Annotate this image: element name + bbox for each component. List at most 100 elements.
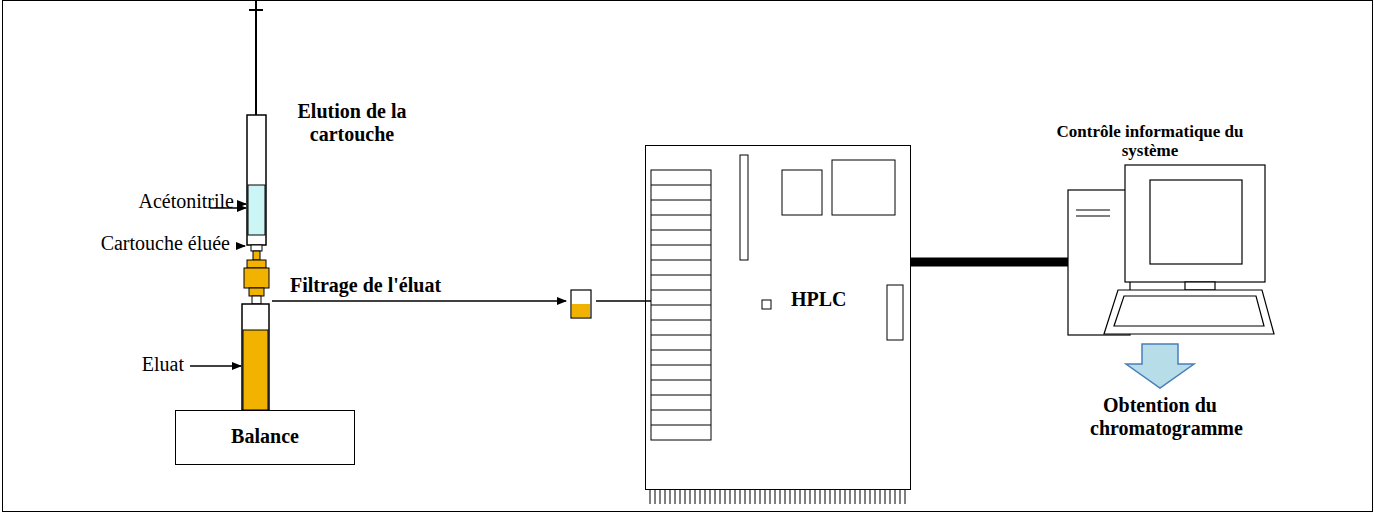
vial (571, 290, 591, 318)
hplc-box: HPLC (645, 145, 911, 490)
eluate-tube (242, 304, 269, 410)
syringe (248, 185, 265, 235)
hplc-interior (651, 185, 711, 425)
leader-arrows (236, 245, 245, 247)
hplc-interior (710, 490, 711, 504)
computer (1185, 282, 1215, 290)
hplc-interior (651, 170, 711, 440)
hplc-interior (805, 490, 806, 504)
eluate-tube (242, 304, 269, 410)
hplc-interior (880, 490, 881, 504)
hplc-interior (875, 490, 876, 504)
hplc-interior (655, 490, 656, 504)
hplc-interior (855, 490, 856, 504)
hplc-interior (845, 490, 846, 504)
cartridge (252, 296, 261, 304)
hplc-interior (890, 490, 891, 504)
computer (1076, 215, 1110, 216)
leader-arrows (190, 204, 662, 366)
step-label: Elution de la cartouche (272, 100, 432, 146)
part-label: Eluat (142, 353, 184, 376)
cartridge (244, 260, 269, 304)
frame (3, 1, 1373, 512)
node-text: Balance (176, 425, 354, 448)
hplc-interior (785, 490, 786, 504)
hplc-interior (850, 490, 851, 504)
hplc-interior (665, 490, 666, 504)
hplc-interior (651, 335, 711, 336)
syringe (247, 0, 266, 260)
hplc-interior (810, 490, 811, 504)
hplc-interior (730, 490, 731, 504)
hplc-interior (651, 380, 711, 381)
hplc-interior (680, 490, 681, 504)
hplc-interior (705, 490, 706, 504)
hplc-interior (820, 490, 821, 504)
hplc-interior (675, 490, 676, 504)
hplc-interior (905, 490, 906, 504)
hplc-interior (650, 490, 651, 504)
leader-arrows (190, 365, 241, 367)
leader-arrows (240, 203, 246, 205)
hplc-interior (650, 490, 905, 504)
computer: Contrôle informatique du système (1068, 130, 1272, 335)
hplc-interior (695, 490, 696, 504)
hplc-interior (725, 490, 726, 504)
hplc-interior (815, 490, 816, 504)
computer (1114, 296, 1264, 326)
hplc-interior (775, 490, 776, 504)
hplc-interior (651, 320, 711, 321)
balance-box: Balance (175, 410, 355, 465)
syringe (253, 251, 260, 260)
hplc-interior (755, 490, 756, 504)
hplc-interior (651, 425, 711, 426)
hplc-interior (885, 490, 886, 504)
hplc-interior (770, 490, 771, 504)
hplc-interior (832, 160, 895, 215)
hplc-interior (790, 490, 791, 504)
eluate-tube (243, 330, 268, 410)
hplc-interior (762, 300, 771, 309)
hplc-interior (651, 350, 711, 351)
node-text: Contrôle informatique du système (1028, 122, 1272, 161)
hplc-interior (782, 170, 822, 215)
hplc-interior (735, 490, 736, 504)
cartridge (247, 260, 266, 268)
computer (1104, 290, 1274, 334)
hplc-interior (750, 490, 751, 504)
cartridge (249, 288, 264, 296)
hplc-interior (745, 490, 746, 504)
hplc-interior (860, 490, 861, 504)
hplc-interior (800, 490, 801, 504)
hplc-interior (760, 490, 761, 504)
step-label: Filtrage de l'éluat (290, 274, 441, 297)
leader-arrows (272, 300, 566, 302)
hplc-interior (887, 285, 903, 340)
hplc-interior (651, 410, 711, 411)
computer (1068, 165, 1274, 335)
output-arrow (1126, 344, 1194, 388)
computer (1076, 209, 1110, 210)
hplc-interior (740, 490, 741, 504)
hplc-interior (651, 395, 711, 396)
computer (1150, 180, 1242, 264)
hplc-interior (720, 490, 721, 504)
hplc-interior (651, 200, 711, 201)
hplc-interior (840, 490, 841, 504)
hplc-interior (651, 365, 711, 366)
hplc-interior (780, 490, 781, 504)
hplc-interior (651, 305, 711, 306)
data-cable (911, 258, 1068, 267)
hplc-interior (765, 490, 766, 504)
computer (1125, 165, 1265, 282)
hplc-interior (690, 490, 691, 504)
hplc-interior (835, 490, 836, 504)
hplc-interior (865, 490, 866, 504)
cartridge (244, 268, 269, 288)
part-label: Acétonitrile (138, 190, 234, 213)
hplc-interior (700, 490, 701, 504)
syringe (247, 115, 266, 245)
hplc-interior (651, 275, 711, 276)
hplc-interior (651, 245, 711, 246)
